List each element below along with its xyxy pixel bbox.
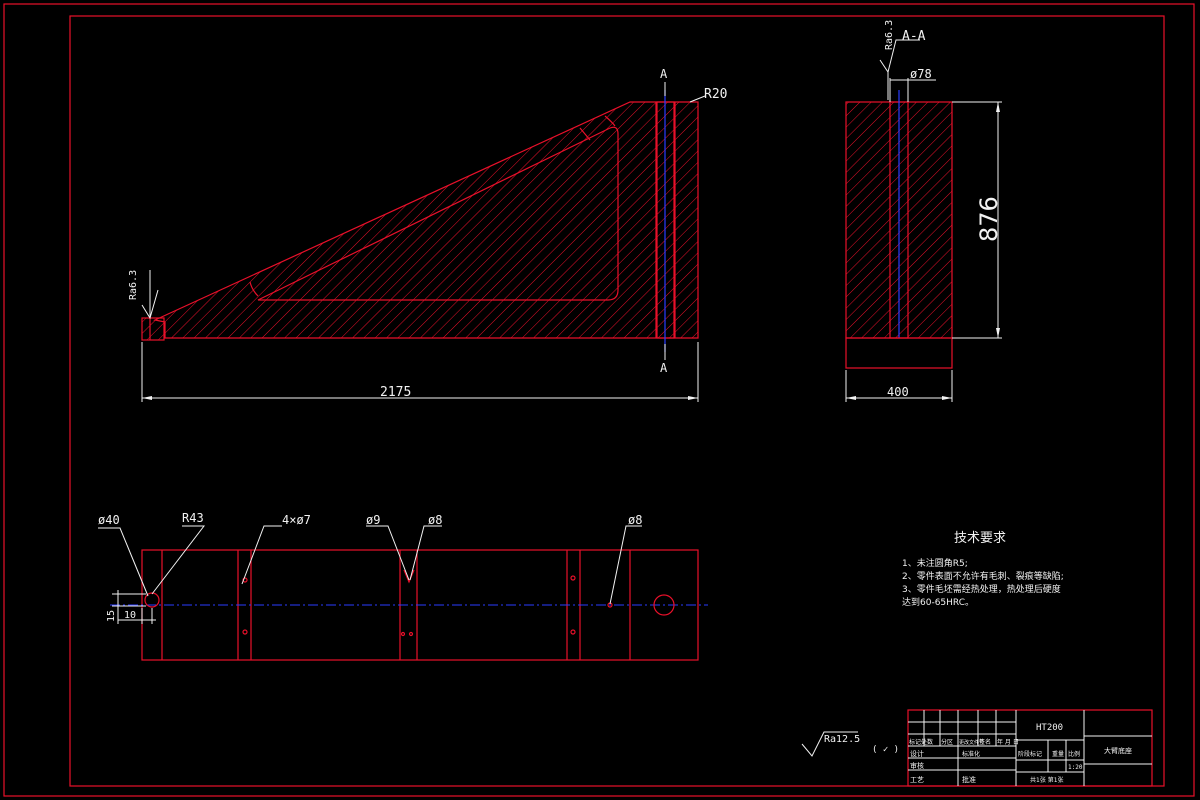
section-mark-bottom: A [660,361,668,375]
section-roughness: Ra6.3 [884,20,895,50]
section-dim-diameter: ø78 [910,67,932,81]
outer-border [3,3,1195,797]
tb-scale-value: 1:20 [1068,764,1083,771]
tech-line-1: 1、未注圆角R5; [902,557,968,569]
tb-sheets: 共1张 第1张 [1030,776,1064,784]
tech-line-4: 达到60-65HRC。 [902,596,974,608]
tb-standard: 标准化 [962,750,980,758]
tech-requirements: 技术要求 1、未注圆角R5; 2、零件表面不允许有毛刺、裂痕等缺陷; 3、零件毛… [902,531,1064,608]
front-cutout [257,126,619,301]
tech-title: 技术要求 [954,531,1006,546]
tech-line-3: 3、零件毛坯需经热处理，热处理后硬度 [902,583,1061,595]
general-roughness: Ra12.5 ( ✓ ) [801,731,899,757]
section-mark-top: A [660,67,668,81]
roughness-note: ( ✓ ) [872,745,899,755]
tb-row-zone: 分区 [941,738,953,746]
front-left-pad [141,317,165,341]
dim-d40: ø40 [98,513,120,527]
title-block: HT200 大臂底座 标记处数 分区 更改文件号 签名 年 月 日 设计 标准化… [907,709,1153,787]
tb-row-mark: 标记处数 [909,738,933,746]
dim-d9: ø9 [366,513,380,527]
section-view: A-A Ra6.3 ø78 876 400 [845,20,1003,402]
dim-length: 2175 [380,385,411,400]
section-dim-height: 876 [975,196,1003,242]
roughness-left: Ra6.3 [128,270,139,300]
top-view: ø40 R43 4×ø7 ø9 ø8 ø8 15 10 [98,511,708,661]
tb-scale: 比例 [1068,750,1080,758]
section-base [845,337,953,369]
front-body [153,101,699,339]
section-title: A-A [902,29,926,44]
tb-row-sign: 签名 [979,738,991,746]
tb-material: HT200 [1036,723,1063,733]
front-view: A A R20 Ra6.3 2175 [128,67,727,402]
dim-holes: 4×ø7 [282,513,311,527]
top-hole-left [144,592,160,608]
dim-d8-a: ø8 [428,513,442,527]
dim-r43: R43 [182,511,204,525]
tb-stage: 阶段标记 [1018,750,1042,758]
roughness-value: Ra12.5 [824,734,860,745]
tb-part-name: 大臂底座 [1104,746,1132,755]
top-hole-large [653,594,675,616]
tb-review: 审核 [910,761,924,770]
tb-design: 设计 [910,749,924,758]
tb-approve: 批准 [962,775,976,784]
tb-weight: 重量 [1052,750,1064,758]
tech-line-2: 2、零件表面不允许有毛刺、裂痕等缺陷; [902,570,1064,582]
radius-label: R20 [704,87,727,102]
section-dim-width: 400 [887,385,909,399]
dim-10: 10 [124,610,136,621]
tb-row-doc: 更改文件号 [959,739,984,746]
dim-15: 15 [106,610,117,622]
dim-d8-b: ø8 [628,513,642,527]
tb-row-date: 年 月 日 [997,738,1019,746]
inner-frame [69,15,1165,787]
tb-process: 工艺 [910,776,924,784]
